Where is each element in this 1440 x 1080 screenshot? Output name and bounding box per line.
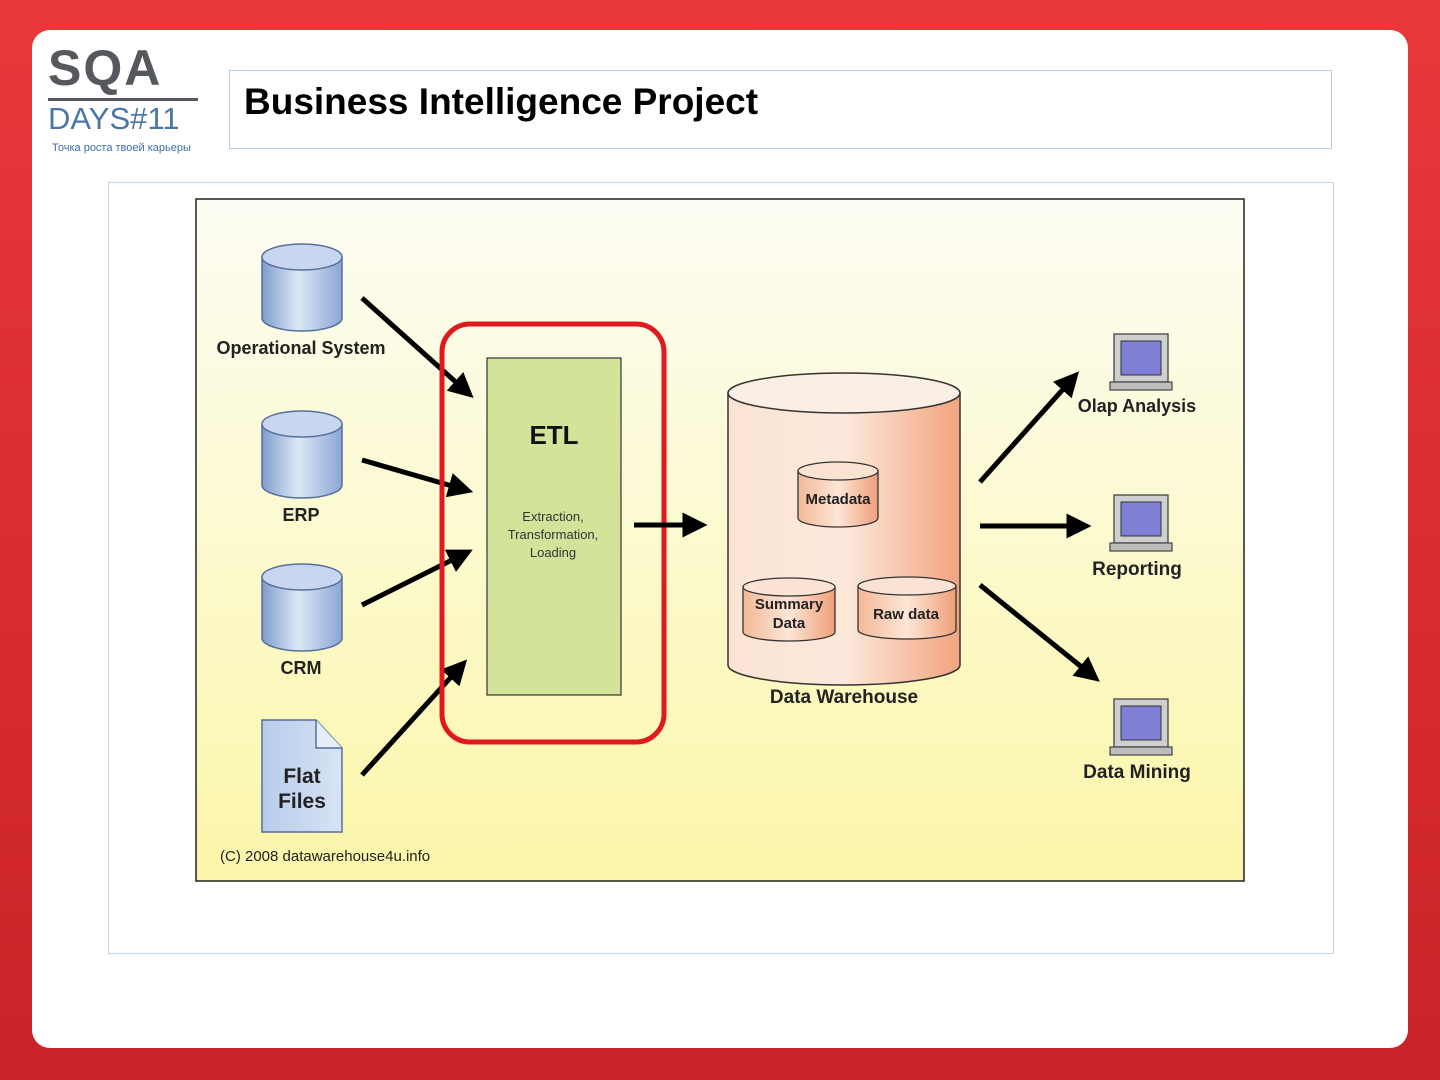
etl-title: ETL <box>529 420 578 450</box>
raw-data-cylinder <box>857 576 957 640</box>
etl-desc-line2: Transformation, <box>508 527 599 542</box>
summary-data-line2: Data <box>773 615 806 632</box>
flat-files-document-icon <box>261 719 343 833</box>
etl-box <box>486 357 622 696</box>
source-erp: ERP <box>282 505 319 525</box>
title-box: Business Intelligence Project <box>229 70 1332 149</box>
logo-tagline: Точка роста твоей карьеры <box>52 142 191 154</box>
crm-db-icon <box>261 563 343 652</box>
logo-divider <box>48 98 198 101</box>
reporting-computer-icon <box>1109 494 1173 552</box>
metadata-cylinder <box>797 461 879 528</box>
source-crm: CRM <box>281 658 322 678</box>
output-olap-analysis: Olap Analysis <box>1078 396 1196 416</box>
operational-system-db-icon <box>261 243 343 332</box>
etl-desc-line1: Extraction, <box>522 509 583 524</box>
raw-data-label: Raw data <box>873 606 940 623</box>
data-warehouse-label: Data Warehouse <box>770 687 918 708</box>
diagram-copyright: (C) 2008 datawarehouse4u.info <box>220 848 430 865</box>
erp-db-icon <box>261 410 343 499</box>
flat-files-line2: Files <box>278 790 326 813</box>
etl-desc-line3: Loading <box>530 545 576 560</box>
output-arrows <box>978 371 1100 682</box>
summary-data-cylinder <box>742 577 836 642</box>
etl-highlight-frame <box>439 321 667 745</box>
flat-files-line1: Flat <box>283 765 320 788</box>
olap-computer-icon <box>1109 333 1173 391</box>
sqa-days-logo: SQA DAYS#11 Точка роста твоей карьеры <box>48 40 204 158</box>
data-mining-computer-icon <box>1109 698 1173 756</box>
input-arrows <box>360 296 474 777</box>
logo-brand: SQA <box>48 40 163 96</box>
slide-title: Business Intelligence Project <box>244 81 759 122</box>
summary-data-line1: Summary <box>755 596 824 613</box>
output-data-mining: Data Mining <box>1083 762 1191 783</box>
logo-edition: DAYS#11 <box>48 101 180 136</box>
metadata-label: Metadata <box>805 491 871 508</box>
source-operational-system: Operational System <box>216 338 385 358</box>
output-reporting: Reporting <box>1092 559 1182 580</box>
